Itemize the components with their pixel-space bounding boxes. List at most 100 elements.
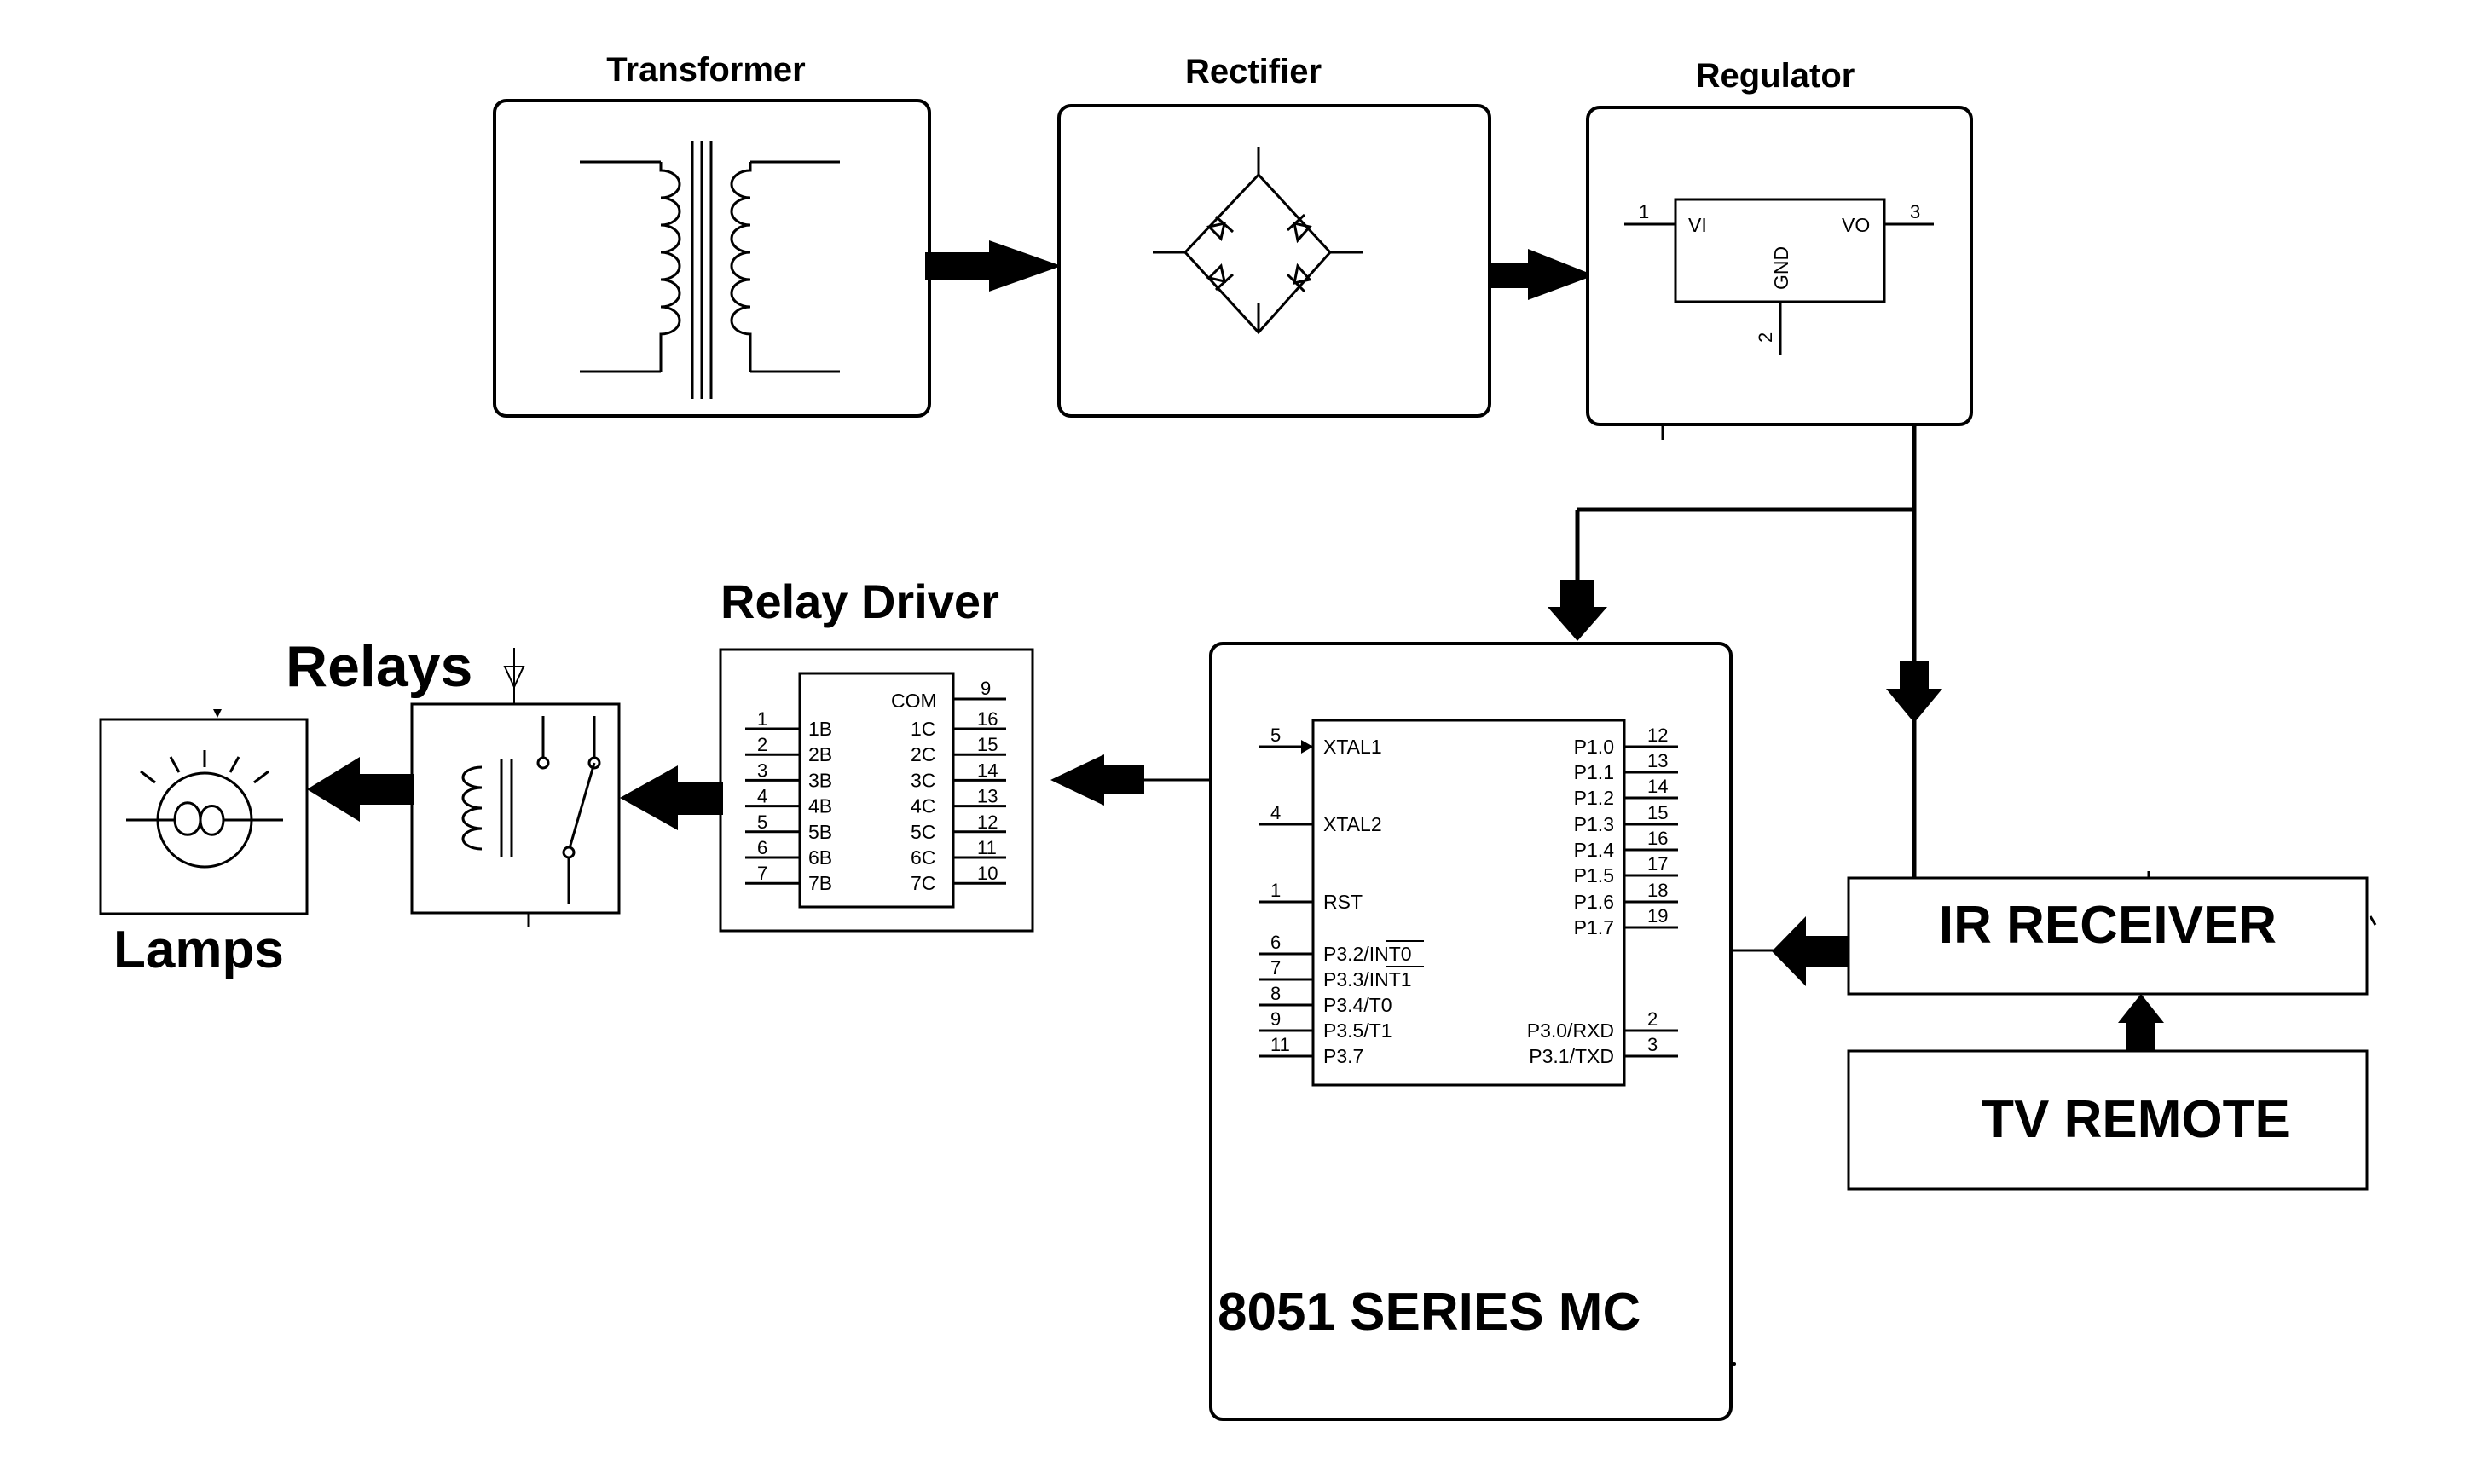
mcu-pin-num: 12 — [1647, 725, 1668, 746]
relay-driver-pin-num: 12 — [977, 811, 998, 833]
relay-driver-pin-label: 3B — [808, 769, 832, 791]
relay-driver-pin-num: 4 — [757, 786, 767, 807]
mcu-box — [1209, 642, 1733, 1421]
regulator-pin-vi: VI — [1688, 214, 1707, 236]
mcu-pin-label: P3.0/RXD — [1527, 1019, 1614, 1042]
regulator-title: Regulator — [1696, 57, 1855, 95]
mcu-pin-num: 4 — [1270, 802, 1281, 823]
mcu-pin-num: 11 — [1270, 1034, 1290, 1055]
arrow-rectifier-to-regulator — [1490, 249, 1594, 300]
mcu-pin-num: 8 — [1270, 983, 1281, 1004]
relay-driver-pin-num: 2 — [757, 734, 767, 755]
regulator-pin3-num: 3 — [1910, 201, 1920, 222]
relays-box — [410, 702, 621, 915]
lamps-block: Lamps — [99, 709, 309, 979]
arrow-remote-to-ir — [2118, 994, 2164, 1052]
mcu-pin-num: 9 — [1270, 1008, 1281, 1030]
relay-driver-pin-num: 1 — [757, 708, 767, 730]
relay-driver-pin-label: 1C — [911, 718, 935, 740]
tv-remote-box — [1847, 1049, 2369, 1191]
regulator-pin1-num: 1 — [1639, 201, 1649, 222]
regulator-pin-gnd: GND — [1770, 246, 1792, 290]
relay-driver-pin-label: 5B — [808, 821, 832, 843]
relay-driver-pin-label: 5C — [911, 821, 935, 843]
rectifier-title: Rectifier — [1185, 53, 1322, 90]
mcu-pin-num: 6 — [1270, 932, 1281, 953]
relay-driver-pin-num: 15 — [977, 734, 998, 755]
rectifier-block: Rectifier — [1057, 53, 1491, 418]
mcu-pin-label: RST — [1323, 891, 1363, 913]
mcu-pin-label: P1.4 — [1574, 839, 1615, 861]
relay-driver-pin-label: 7C — [911, 872, 935, 894]
relay-driver-pin-num: 7 — [757, 863, 767, 884]
relay-driver-pin-num: 13 — [977, 786, 998, 807]
mcu-pin-num: 1 — [1270, 880, 1281, 901]
mcu-pin-num: 18 — [1647, 880, 1668, 901]
relay-coil-switch-icon — [461, 648, 601, 927]
mcu-pin-label: P3.1/TXD — [1529, 1045, 1614, 1067]
regulator-ic-icon: VI VO GND 1 2 3 — [1624, 198, 1934, 355]
bridge-rectifier-icon — [1153, 147, 1363, 335]
relay-driver-pin-label: 3C — [911, 769, 935, 791]
relay-driver-pin-num: 6 — [757, 837, 767, 858]
relay-driver-pin-label: 2B — [808, 743, 832, 765]
relay-driver-pin-label: 1B — [808, 718, 832, 740]
mcu-pin-label: P1.7 — [1574, 916, 1614, 938]
relays-block: Relays — [286, 634, 621, 927]
power-supply-wires — [1548, 424, 1942, 878]
mcu-pin-label: P3.4/T0 — [1323, 994, 1392, 1016]
relay-driver-pin-label: 4C — [911, 795, 935, 817]
regulator-block: Regulator VI VO GND 1 2 3 — [1586, 57, 1973, 440]
mcu-pin-label: P1.1 — [1574, 761, 1614, 783]
mcu-pin-label: P1.0 — [1574, 736, 1614, 758]
ir-receiver-title: IR RECEIVER — [1939, 896, 2277, 955]
arrow-transformer-to-rectifier — [925, 240, 1062, 292]
mcu-pin-label: P3.2/INT0 — [1323, 943, 1412, 965]
relay-driver-pin-num: 10 — [977, 863, 998, 884]
lamps-title: Lamps — [113, 921, 284, 979]
relay-driver-pin-label: 4B — [808, 795, 832, 817]
relay-driver-pin-label: 6C — [911, 846, 935, 869]
mcu-pin-label: P3.3/INT1 — [1323, 968, 1412, 990]
relay-driver-pin-num: 14 — [977, 759, 998, 781]
relay-driver-pin-label: 6B — [808, 846, 832, 869]
mcu-pin-label: XTAL2 — [1323, 813, 1382, 835]
relay-driver-title: Relay Driver — [720, 575, 999, 628]
mcu-block: 8051 SERIES MC 5XTAL14XTAL21RST6P3.2/INT… — [1209, 642, 1733, 1421]
mcu-pin-num: 7 — [1270, 957, 1281, 979]
relay-driver-pin-num: 16 — [977, 708, 998, 730]
relay-driver-chip — [798, 672, 955, 909]
mcu-pin-label: P1.2 — [1574, 787, 1614, 809]
regulator-box — [1586, 106, 1973, 426]
tv-remote-title: TV REMOTE — [1982, 1090, 2290, 1149]
mcu-pin-num: 17 — [1647, 853, 1668, 875]
mcu-pin-num: 2 — [1647, 1008, 1658, 1030]
mcu-pin-label: XTAL1 — [1323, 736, 1382, 758]
mcu-pin-num: 14 — [1647, 776, 1668, 797]
arrow-relays-to-lamps — [307, 757, 414, 822]
transformer-block: Transformer — [493, 51, 931, 418]
relay-driver-com-num: 9 — [981, 678, 991, 699]
lamps-box — [99, 718, 309, 915]
mcu-pin-num: 16 — [1647, 828, 1668, 849]
mcu-pin-label: P3.5/T1 — [1323, 1019, 1392, 1042]
mcu-pin-num: 19 — [1647, 905, 1668, 927]
regulator-pin-vo: VO — [1842, 214, 1870, 236]
rectifier-box — [1057, 104, 1491, 418]
relay-driver-pin-label: 7B — [808, 872, 832, 894]
mcu-pin-label: P1.6 — [1574, 891, 1614, 913]
relay-driver-pin-num: 3 — [757, 759, 767, 781]
mcu-pin-num: 13 — [1647, 750, 1668, 771]
mcu-pin-label: P1.3 — [1574, 813, 1614, 835]
mcu-pin-num: 5 — [1270, 725, 1281, 746]
arrow-mcu-to-relay-driver — [1050, 754, 1211, 806]
relays-title: Relays — [286, 634, 472, 699]
ir-receiver-block: IR RECEIVER — [1847, 871, 2377, 996]
mcu-pin-num: 15 — [1647, 802, 1668, 823]
arrow-relay-driver-to-relays — [620, 765, 723, 830]
